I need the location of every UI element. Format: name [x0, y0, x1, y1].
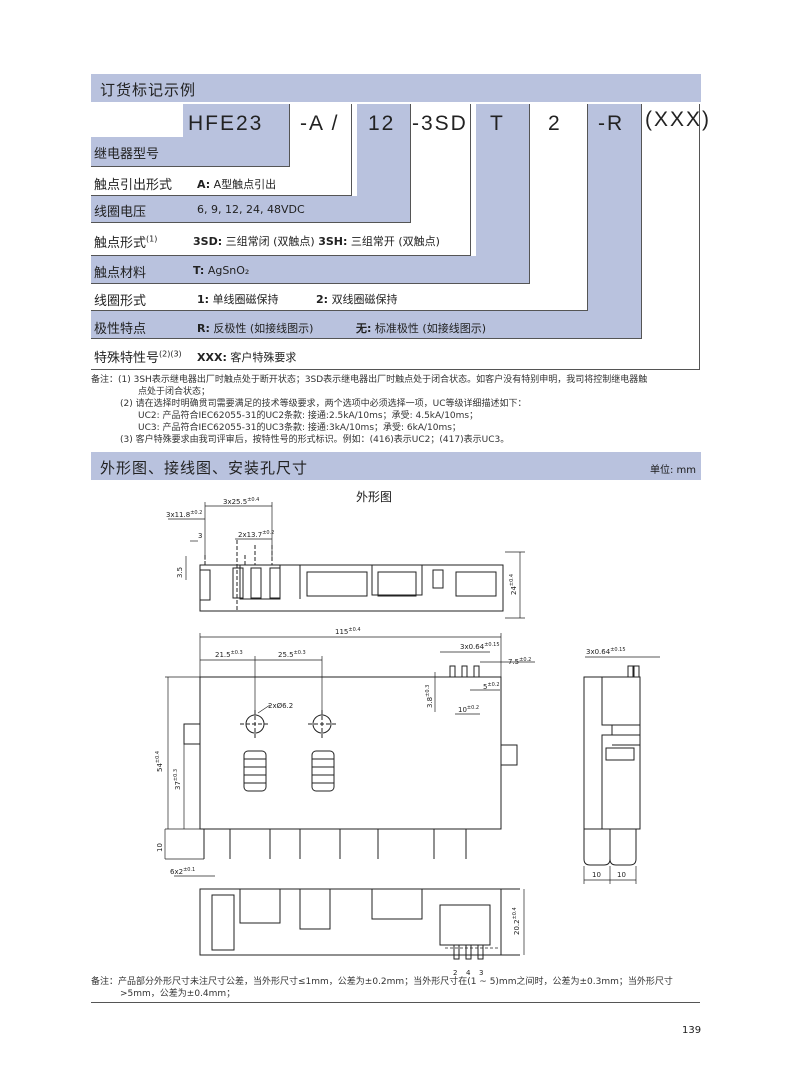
unit-label: 单位: mm	[650, 465, 697, 476]
note-2: (2) 请在选择时明确贯司需要满足的技术等级要求，两个选项中必须选择一项，UC等…	[120, 399, 527, 409]
page-number: 139	[682, 1025, 702, 1036]
dim-20-2: 20.2±0.4	[512, 907, 521, 935]
code-contact-terminal: -A /	[300, 112, 340, 135]
row-label-contact-form: 触点形式(1)	[94, 234, 158, 251]
row-label-coil-voltage: 线圈电压	[94, 205, 147, 220]
note-uc3: UC3: 产品符合IEC62055-31的UC3条款: 接通:3kA/10ms；…	[138, 423, 461, 433]
outline-title: 外形图	[356, 490, 393, 504]
dim-25-5: 25.5±0.3	[278, 650, 306, 659]
code-polarity: -R	[598, 112, 625, 135]
code-contact-form: -3SD	[412, 112, 468, 135]
dims-footnote-2: >5mm，公差为±0.4mm；	[120, 989, 236, 999]
row-label-coil-type: 线圈形式	[94, 294, 147, 309]
dim-10-side-b: 10	[617, 871, 626, 879]
dim-24: 24±0.4	[509, 574, 518, 595]
dim-54: 54±0.4	[155, 751, 164, 772]
side-view-bottom	[199, 888, 520, 960]
pin-2: 2	[453, 969, 457, 977]
dim-3x0-64: 3x0.64±0.15	[460, 642, 500, 651]
dim-2xphi6-2: 2xØ6.2	[268, 702, 293, 710]
note-3: (3) 客户特殊要求由我司评审后，按特性号的形式标识。例如：(416)表示UC2…	[120, 435, 510, 445]
side-view-top	[199, 540, 504, 612]
row-value-polarity-std: 无: 标准极性 (如接线图示)	[356, 322, 486, 335]
row-value-coil-voltage: 6, 9, 12, 24, 48VDC	[197, 203, 305, 216]
row-label-relay-model: 继电器型号	[94, 147, 160, 162]
code-series: HFE23	[188, 112, 264, 135]
dim-21-5: 21.5±0.3	[215, 650, 243, 659]
row-value-polarity-r: R: 反极性 (如接线图示)	[197, 322, 314, 335]
note-uc2: UC2: 产品符合IEC62055-31的UC2条款: 接通:2.5kA/10m…	[138, 411, 479, 421]
code-special: (XXX)	[645, 108, 712, 131]
row-label-contact-terminal: 触点引出形式	[94, 178, 173, 193]
order-section-header	[91, 74, 701, 102]
row-label-polarity: 极性特点	[94, 322, 147, 337]
dim-6x2: 6x2±0.1	[170, 867, 195, 876]
dim-3x25-5: 3x25.5±0.4	[223, 497, 259, 506]
top-view	[183, 665, 518, 859]
row-value-special: XXX: 客户特殊要求	[197, 351, 297, 364]
pin-3: 3	[479, 969, 483, 977]
row-label-special: 特殊特性号(2)(3)	[94, 349, 182, 366]
dims-section-title: 外形图、接线图、安装孔尺寸	[100, 459, 309, 477]
dim-115: 115±0.4	[335, 627, 361, 636]
dim-3x0-64-side: 3x0.64±0.15	[586, 647, 626, 656]
code-coil-type: 2	[548, 112, 562, 135]
row-value-contact-material: T: AgSnO₂	[193, 264, 250, 277]
dim-10-leg: 10	[156, 843, 164, 852]
dims-footnote-1: 备注：产品部分外形尺寸未注尺寸公差，当外形尺寸≤1mm，公差为±0.2mm；当外…	[91, 977, 673, 987]
dim-2x13-7: 2x13.7±0.2	[238, 530, 274, 539]
row-value-contact-form: 3SD: 三组常闭 (双触点) 3SH: 三组常开 (双触点)	[193, 235, 440, 248]
dim-37: 37±0.3	[173, 769, 182, 790]
right-side-view	[583, 665, 641, 866]
dim-3: 3	[198, 532, 202, 540]
row-value-contact-terminal: A: A型触点引出	[197, 178, 277, 191]
code-contact-material: T	[490, 112, 505, 135]
order-section-title: 订货标记示例	[100, 81, 197, 99]
pin-4: 4	[466, 969, 471, 977]
dim-10-side-a: 10	[592, 871, 601, 879]
note-1: 备注：(1) 3SH表示继电器出厂时触点处于断开状态；3SD表示继电器出厂时触点…	[91, 375, 648, 385]
code-coil-voltage: 12	[368, 112, 396, 135]
dim-3x11-8: 3x11.8±0.2	[166, 510, 202, 519]
note-1b: 点处于闭合状态；	[138, 387, 211, 397]
dim-3-5: 3.5	[176, 567, 184, 578]
row-value-coil-type-1: 1: 单线圈磁保持	[197, 293, 279, 306]
dim-5: 5±0.2	[483, 682, 500, 691]
dims-section-header	[91, 452, 701, 480]
footer-divider	[91, 1002, 700, 1003]
dim-3-8: 3.8±0.3	[425, 685, 434, 708]
row-value-coil-type-2: 2: 双线圈磁保持	[316, 293, 398, 306]
dim-10-pin: 10±0.2	[458, 705, 479, 714]
row-label-contact-material: 触点材料	[94, 266, 147, 281]
dim-7-5: 7.5±0.2	[508, 657, 531, 666]
